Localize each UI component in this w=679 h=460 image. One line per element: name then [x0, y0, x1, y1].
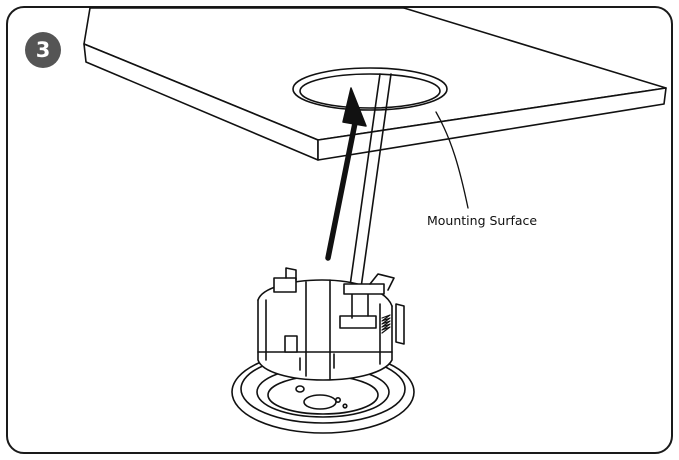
cable: [347, 73, 392, 303]
ceiling-fixture: [231, 267, 415, 434]
up-arrow-icon: [325, 87, 367, 261]
mounting-surface-leader: [435, 111, 469, 209]
mounting-hole: [292, 67, 448, 111]
mounting-surface-label: Mounting Surface: [427, 213, 538, 228]
step-number-badge: 3: [25, 32, 61, 68]
